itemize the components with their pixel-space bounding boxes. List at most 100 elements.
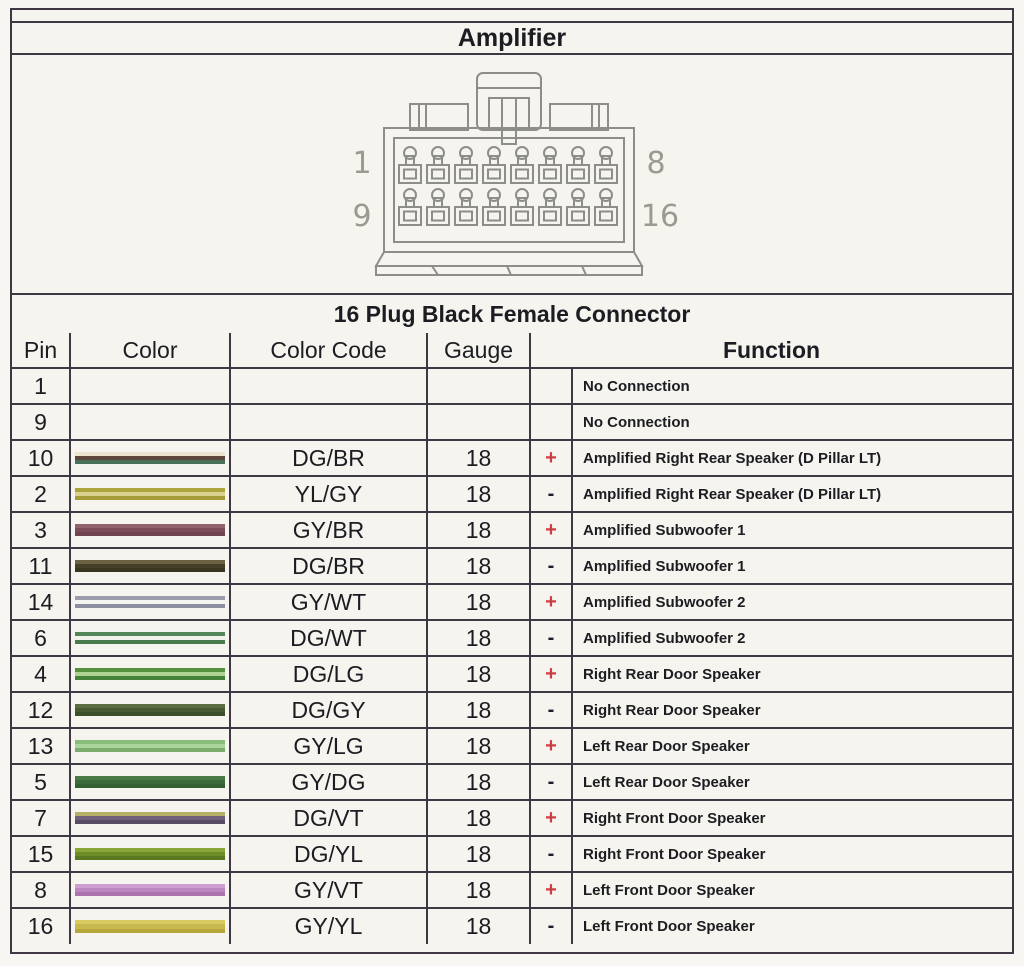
polarity: + bbox=[529, 799, 573, 837]
header-pin: Pin bbox=[12, 333, 71, 369]
wire-color-cell bbox=[69, 691, 231, 729]
pin-number: 7 bbox=[12, 799, 71, 837]
polarity: + bbox=[529, 583, 573, 621]
table-row: 12 DG/GY 18 - Right Rear Door Speaker bbox=[12, 691, 1012, 729]
gauge-value bbox=[426, 403, 531, 441]
wire-color-cell bbox=[69, 367, 231, 405]
polarity: + bbox=[529, 655, 573, 693]
wire-color-cell bbox=[69, 475, 231, 513]
header-gauge: Gauge bbox=[426, 333, 531, 369]
color-code: DG/VT bbox=[229, 799, 428, 837]
top-border-strip bbox=[12, 10, 1012, 23]
function-label: Left Front Door Speaker bbox=[571, 907, 1012, 944]
function-label: Amplified Right Rear Speaker (D Pillar L… bbox=[571, 475, 1012, 513]
polarity: - bbox=[529, 763, 573, 801]
connector-subtitle: 16 Plug Black Female Connector bbox=[333, 300, 691, 327]
pin-number: 1 bbox=[12, 367, 71, 405]
color-code: GY/BR bbox=[229, 511, 428, 549]
page-title: Amplifier bbox=[457, 23, 567, 52]
function-label: Amplified Subwoofer 2 bbox=[571, 583, 1012, 621]
connector-diagram: 1 8 9 16 bbox=[352, 72, 679, 276]
gauge-value: 18 bbox=[426, 619, 531, 657]
wire-color-swatch bbox=[75, 739, 225, 753]
table-row: 3 GY/BR 18 + Amplified Subwoofer 1 bbox=[12, 511, 1012, 549]
wire-color-swatch bbox=[75, 487, 225, 501]
wire-color-cell bbox=[69, 763, 231, 801]
pin-number: 4 bbox=[12, 655, 71, 693]
function-label: Amplified Subwoofer 2 bbox=[571, 619, 1012, 657]
pin-number: 9 bbox=[12, 403, 71, 441]
wire-color-cell bbox=[69, 619, 231, 657]
header-color-code: Color Code bbox=[229, 333, 428, 369]
wire-color-cell bbox=[69, 547, 231, 585]
wire-color-swatch bbox=[75, 631, 225, 645]
polarity: - bbox=[529, 475, 573, 513]
color-code: DG/BR bbox=[229, 439, 428, 477]
gauge-value: 18 bbox=[426, 835, 531, 873]
polarity: + bbox=[529, 439, 573, 477]
function-label: Left Rear Door Speaker bbox=[571, 727, 1012, 765]
color-code: YL/GY bbox=[229, 475, 428, 513]
gauge-value: 18 bbox=[426, 439, 531, 477]
polarity: + bbox=[529, 871, 573, 909]
table-row: 2 YL/GY 18 - Amplified Right Rear Speake… bbox=[12, 475, 1012, 513]
wire-color-swatch bbox=[75, 451, 225, 465]
pin-number: 16 bbox=[12, 907, 71, 944]
gauge-value: 18 bbox=[426, 799, 531, 837]
color-code: GY/YL bbox=[229, 907, 428, 944]
function-label: No Connection bbox=[571, 403, 1012, 441]
color-code: DG/LG bbox=[229, 655, 428, 693]
color-code: GY/VT bbox=[229, 871, 428, 909]
scanned-sheet: Amplifier bbox=[10, 8, 1014, 954]
gauge-value: 18 bbox=[426, 871, 531, 909]
wire-color-cell bbox=[69, 403, 231, 441]
right-tab bbox=[549, 103, 609, 131]
color-code: GY/DG bbox=[229, 763, 428, 801]
pin-number: 8 bbox=[12, 871, 71, 909]
table-row: 10 DG/BR 18 + Amplified Right Rear Speak… bbox=[12, 439, 1012, 477]
gauge-value: 18 bbox=[426, 547, 531, 585]
gauge-value: 18 bbox=[426, 727, 531, 765]
wire-color-swatch bbox=[75, 883, 225, 897]
wire-color-cell bbox=[69, 727, 231, 765]
connector-drawing-area: 1 8 9 16 bbox=[12, 55, 1012, 293]
wire-color-cell bbox=[69, 907, 231, 944]
wire-color-cell bbox=[69, 511, 231, 549]
polarity: - bbox=[529, 907, 573, 944]
wire-color-swatch bbox=[75, 380, 225, 393]
gauge-value: 18 bbox=[426, 655, 531, 693]
wire-color-cell bbox=[69, 799, 231, 837]
wire-color-swatch bbox=[75, 811, 225, 825]
pin-number: 5 bbox=[12, 763, 71, 801]
table-row: 7 DG/VT 18 + Right Front Door Speaker bbox=[12, 799, 1012, 837]
gauge-value: 18 bbox=[426, 511, 531, 549]
gauge-value: 18 bbox=[426, 763, 531, 801]
header-color: Color bbox=[69, 333, 231, 369]
polarity: + bbox=[529, 727, 573, 765]
pin-number: 6 bbox=[12, 619, 71, 657]
table-row: 8 GY/VT 18 + Left Front Door Speaker bbox=[12, 871, 1012, 909]
function-label: Right Rear Door Speaker bbox=[571, 655, 1012, 693]
color-code: GY/WT bbox=[229, 583, 428, 621]
polarity: + bbox=[529, 511, 573, 549]
function-label: Right Rear Door Speaker bbox=[571, 691, 1012, 729]
table-row: 1 No Connection bbox=[12, 367, 1012, 405]
color-code bbox=[229, 403, 428, 441]
pin-label-1: 1 bbox=[352, 146, 371, 181]
color-code: DG/BR bbox=[229, 547, 428, 585]
gauge-value: 18 bbox=[426, 583, 531, 621]
function-label: Amplified Right Rear Speaker (D Pillar L… bbox=[571, 439, 1012, 477]
pin-number: 14 bbox=[12, 583, 71, 621]
function-label: Right Front Door Speaker bbox=[571, 835, 1012, 873]
wire-color-swatch bbox=[75, 775, 225, 789]
polarity: - bbox=[529, 691, 573, 729]
title-bar: Amplifier bbox=[12, 23, 1012, 55]
wire-color-swatch bbox=[75, 523, 225, 537]
wire-color-cell bbox=[69, 583, 231, 621]
wire-color-swatch bbox=[75, 847, 225, 861]
color-code: DG/WT bbox=[229, 619, 428, 657]
gauge-value bbox=[426, 367, 531, 405]
header-row: Pin Color Color Code Gauge Function bbox=[12, 333, 1012, 369]
wire-color-swatch bbox=[75, 920, 225, 933]
wire-color-swatch bbox=[75, 559, 225, 573]
